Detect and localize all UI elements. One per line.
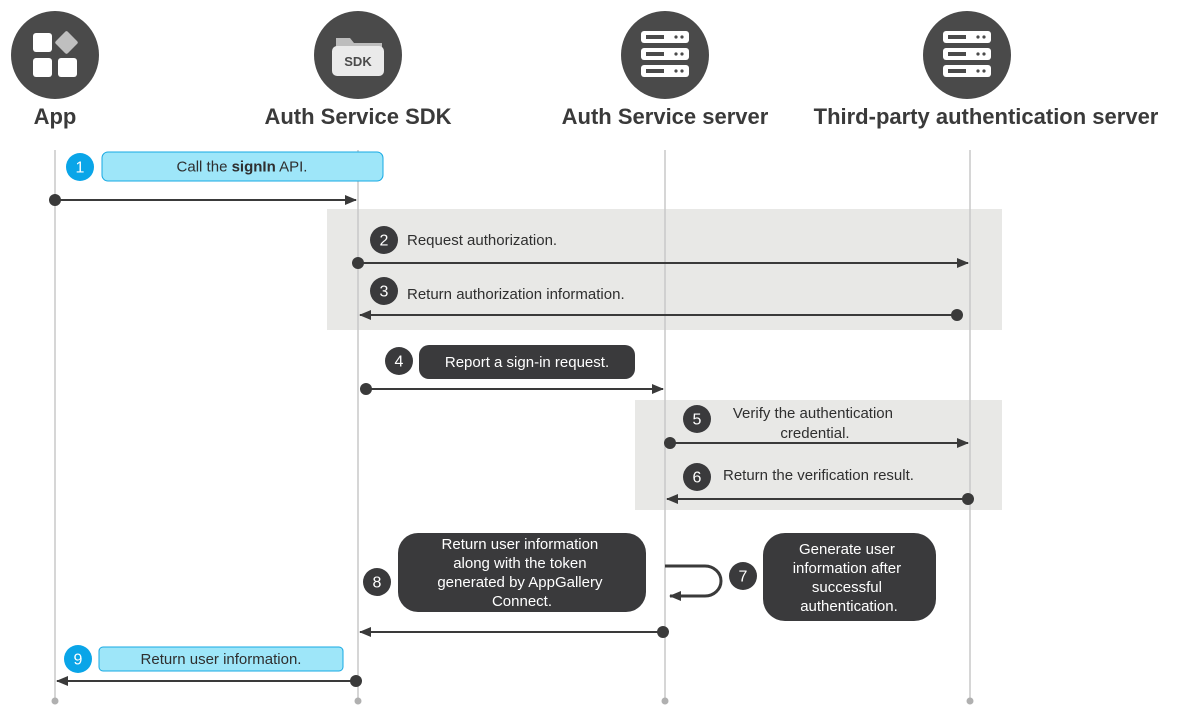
sdk-badge-text: SDK <box>344 54 372 69</box>
svg-text:6: 6 <box>693 470 702 487</box>
svg-text:9: 9 <box>74 652 83 669</box>
step-number-badge <box>370 277 398 305</box>
step-label: Return user information. <box>141 651 302 668</box>
step-number-badge <box>729 562 757 590</box>
step-3: 3 Return authorization information. <box>359 277 963 321</box>
step-number-badge <box>683 405 711 433</box>
step-label: Report a sign-in request. <box>445 354 609 371</box>
step-1: 1 Call the signIn API. <box>49 151 384 206</box>
svg-text:3: 3 <box>380 284 389 301</box>
actor-server: Auth Service server <box>562 11 769 129</box>
step-number-badge <box>683 463 711 491</box>
svg-text:2: 2 <box>380 233 389 250</box>
svg-text:8: 8 <box>373 575 382 592</box>
step-4: 4 Report a sign-in request. <box>360 345 664 395</box>
step-number-badge <box>64 645 92 673</box>
actor-label-server: Auth Service server <box>562 104 769 129</box>
actor-label-app: App <box>34 104 77 129</box>
svg-text:5: 5 <box>693 412 702 429</box>
step-7: 7 Generate user information after succes… <box>665 533 936 621</box>
svg-text:7: 7 <box>739 569 748 586</box>
step-label: Return authorization information. <box>407 286 625 303</box>
step-5: 5 Verify the authentication credential. <box>664 405 969 449</box>
step-label-box <box>398 533 646 612</box>
actor-app: App <box>11 11 99 129</box>
step-number-badge <box>66 153 94 181</box>
step-label: Return the verification result. <box>723 467 914 484</box>
step-label: Call the signIn API. <box>177 159 308 176</box>
step-label-box <box>98 646 344 672</box>
lifelines <box>54 150 971 700</box>
svg-text:1: 1 <box>76 160 85 177</box>
step-label: Generate user information after successf… <box>793 541 906 615</box>
actor-third-party: Third-party authentication server <box>814 11 1159 129</box>
step-number-badge <box>370 226 398 254</box>
actor-label-third-party: Third-party authentication server <box>814 104 1159 129</box>
step-2: 2 Request authorization. <box>352 226 969 269</box>
svg-text:4: 4 <box>395 354 404 371</box>
step-label: Return user information along with the t… <box>437 536 606 610</box>
step-6: 6 Return the verification result. <box>666 463 974 505</box>
step-label-box <box>763 533 936 621</box>
step-label-box <box>419 345 635 379</box>
actor-label-sdk: Auth Service SDK <box>264 104 451 129</box>
step-number-badge <box>363 568 391 596</box>
self-loop-arrow <box>665 564 723 601</box>
actor-sdk: SDK Auth Service SDK <box>264 11 452 129</box>
step-label-box <box>101 151 384 182</box>
step-label: Verify the authentication credential. <box>733 405 897 442</box>
step-number-badge <box>385 347 413 375</box>
step-label: Request authorization. <box>407 232 557 249</box>
step-8: 8 Return user information along with the… <box>359 533 669 638</box>
lifeline-ends <box>51 697 974 705</box>
step-9: 9 Return user information. <box>56 645 362 687</box>
app-grid-icon <box>11 11 99 99</box>
